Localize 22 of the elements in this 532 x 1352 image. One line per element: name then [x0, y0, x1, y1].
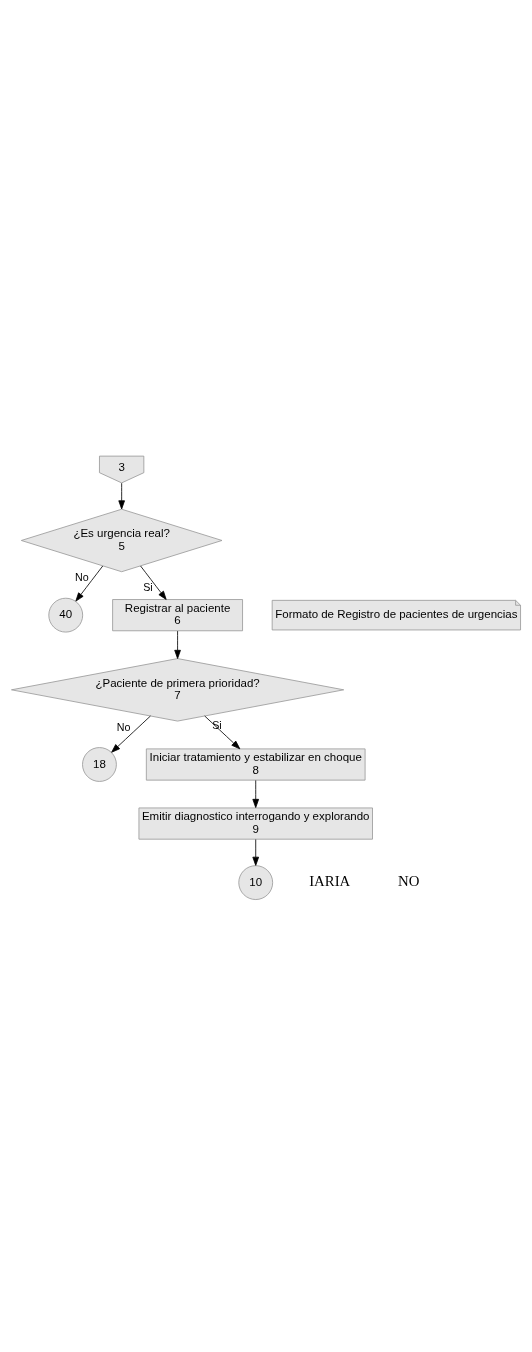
edge-label: No — [75, 570, 89, 583]
node-circle: 18 — [82, 746, 117, 782]
node-circle: 40 — [48, 597, 84, 632]
arrow — [252, 838, 259, 866]
arrow — [118, 482, 125, 509]
node-circle: 10 — [238, 864, 274, 900]
node-diamond: ¿Es urgencia real? 5 — [20, 508, 223, 572]
node-box: Emitir diagnostico interrogando y explorando 9 — [138, 807, 373, 840]
label: IARIA — [309, 872, 351, 889]
arrow — [174, 630, 181, 659]
arrow — [140, 565, 167, 600]
label: NO — [398, 872, 420, 889]
arrow — [75, 565, 104, 601]
edge-label: No — [116, 720, 131, 733]
node-box: Iniciar tratamiento y estabilizar en choque 8 — [145, 747, 366, 781]
edge-label: Si — [212, 718, 222, 731]
node-box: Registrar al paciente 6 — [112, 598, 243, 631]
node-diamond: ¿Paciente de primera prioridad? 7 — [11, 657, 345, 721]
edge-label: Si — [143, 580, 153, 593]
arrow — [252, 779, 259, 808]
arrow — [111, 715, 151, 753]
arrow — [204, 715, 241, 749]
